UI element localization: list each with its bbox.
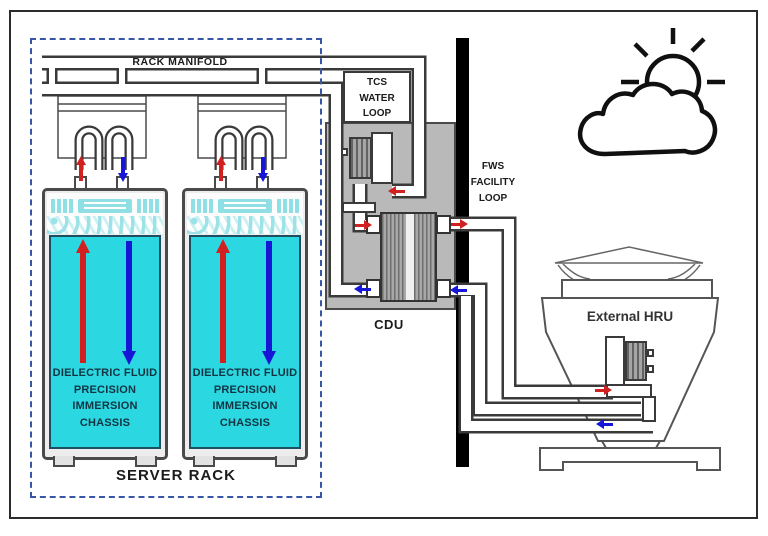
chassis-plumbing bbox=[47, 216, 163, 234]
hot-flow-arrow bbox=[388, 186, 406, 196]
external-hru-label: External HRU bbox=[586, 309, 674, 324]
hot-flow-arrow bbox=[354, 220, 372, 230]
pump-base bbox=[342, 202, 376, 213]
tank-foot bbox=[193, 456, 215, 467]
immersion-tank-2: DIELECTRIC FLUID PRECISION IMMERSION CHA… bbox=[182, 188, 308, 467]
tank-foot bbox=[53, 456, 75, 467]
server-rack-boundary bbox=[30, 38, 322, 498]
tank-label: DIELECTRIC FLUID PRECISION IMMERSION CHA… bbox=[192, 367, 298, 429]
cold-flow-arrow bbox=[450, 285, 468, 295]
server-module bbox=[135, 199, 161, 213]
hx-port bbox=[436, 279, 451, 298]
server-module bbox=[49, 199, 75, 213]
diagram-outer-border bbox=[9, 10, 758, 519]
cold-flow-arrow bbox=[596, 419, 614, 429]
server-rack-label: SERVER RACK bbox=[116, 467, 236, 484]
cdu-label: CDU bbox=[374, 317, 404, 332]
immersion-tank-1: DIELECTRIC FLUID PRECISION IMMERSION CHA… bbox=[42, 188, 168, 467]
server-module bbox=[189, 199, 215, 213]
hot-flow-arrow bbox=[76, 156, 86, 182]
pump-fitting bbox=[341, 148, 348, 156]
cold-flow-arrow bbox=[262, 239, 276, 365]
hot-flow-arrow bbox=[76, 239, 90, 365]
tcs-water-loop-box: TCS WATER LOOP bbox=[343, 71, 411, 123]
cold-flow-arrow bbox=[122, 239, 136, 365]
pump-fitting bbox=[647, 349, 654, 357]
pump-fitting bbox=[647, 365, 654, 373]
hx-port bbox=[436, 215, 451, 234]
chassis-lid bbox=[78, 199, 132, 213]
hru-pump bbox=[605, 336, 625, 386]
chassis-lid bbox=[218, 199, 272, 213]
chassis-top-machinery bbox=[187, 193, 303, 234]
tank-foot bbox=[275, 456, 297, 467]
hru-pump-drop bbox=[642, 396, 656, 422]
chassis-top-machinery bbox=[47, 193, 163, 234]
tank-label: DIELECTRIC FLUID PRECISION IMMERSION CHA… bbox=[52, 367, 158, 429]
dielectric-fluid-bath: DIELECTRIC FLUID PRECISION IMMERSION CHA… bbox=[49, 235, 161, 449]
hot-flow-arrow bbox=[450, 219, 468, 229]
cdu-heat-exchanger bbox=[380, 212, 437, 302]
hot-flow-arrow bbox=[594, 385, 612, 395]
cold-flow-arrow bbox=[118, 156, 128, 182]
hru-pump-motor bbox=[625, 341, 647, 381]
server-module bbox=[275, 199, 301, 213]
tank-foot bbox=[135, 456, 157, 467]
dielectric-fluid-bath: DIELECTRIC FLUID PRECISION IMMERSION CHA… bbox=[189, 235, 301, 449]
tcs-water-loop-label: TCS WATER LOOP bbox=[359, 77, 395, 119]
cdu-pump bbox=[371, 132, 393, 184]
cold-flow-arrow bbox=[354, 284, 372, 294]
cloud-icon bbox=[577, 81, 718, 157]
fws-facility-loop-label: FWS FACILITY LOOP bbox=[470, 161, 516, 204]
sun-behind-cloud-icon bbox=[577, 28, 725, 157]
hot-flow-arrow bbox=[216, 156, 226, 182]
hot-flow-arrow bbox=[216, 239, 230, 365]
chassis-plumbing bbox=[187, 216, 303, 234]
rack-manifold-label: RACK MANIFOLD bbox=[132, 56, 228, 68]
cdu-pump-motor bbox=[349, 137, 372, 179]
cold-flow-arrow bbox=[258, 156, 268, 182]
